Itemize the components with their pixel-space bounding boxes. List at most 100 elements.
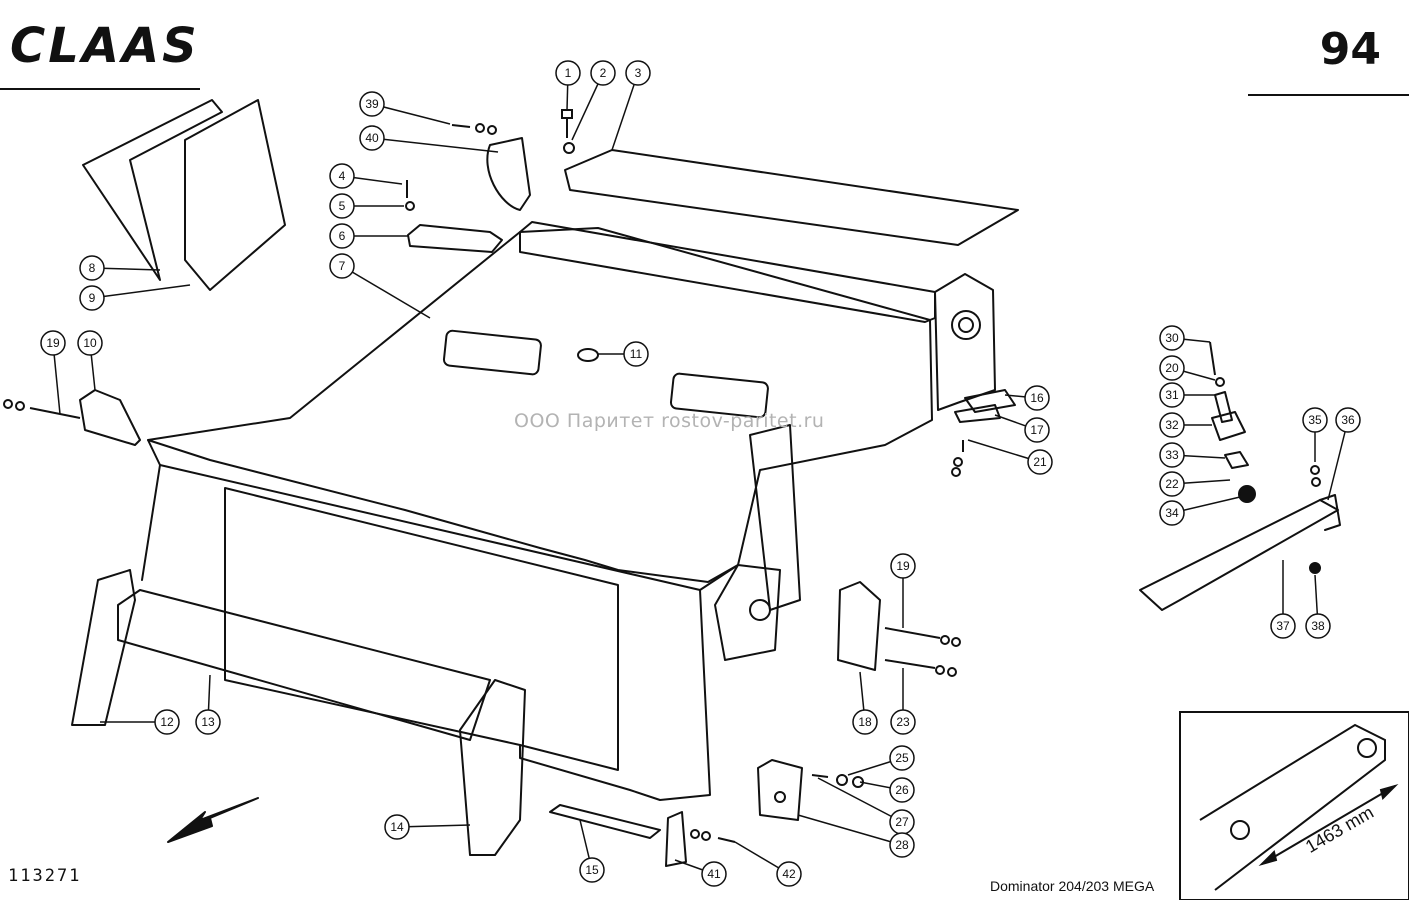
callout-6: 6 <box>329 223 408 249</box>
watermark-text: ООО Паритет rostov-paritet.ru <box>514 410 825 432</box>
part-16 <box>964 389 1016 413</box>
callout-35-number: 35 <box>1308 413 1322 427</box>
front-face <box>147 439 739 591</box>
callout-40-number: 40 <box>365 131 379 145</box>
callout-39-number: 39 <box>365 97 379 111</box>
handle-40 <box>486 137 531 211</box>
callout-30-number: 30 <box>1165 331 1179 345</box>
callout-32: 32 <box>1159 412 1212 438</box>
callout-13: 13 <box>195 674 221 735</box>
beam-37 <box>1139 499 1339 611</box>
part-33 <box>1224 451 1249 469</box>
callout-22: 22 <box>1159 471 1231 497</box>
callout-32-number: 32 <box>1165 418 1179 432</box>
callout-19: 19 <box>40 330 66 415</box>
callout-39: 39 <box>359 91 451 125</box>
washer-5 <box>405 201 415 211</box>
plate-15 <box>549 804 661 839</box>
callout-33: 33 <box>1159 442 1226 468</box>
callout-17-number: 17 <box>1030 423 1044 437</box>
callout-1: 1 <box>555 60 581 111</box>
callout-18-number: 18 <box>858 715 872 729</box>
callout-5: 5 <box>329 193 404 219</box>
bracket-9 <box>184 99 286 291</box>
callout-12-number: 12 <box>160 715 174 729</box>
callout-41-number: 41 <box>707 867 721 881</box>
frame-6 <box>407 224 503 253</box>
callout-5-number: 5 <box>339 199 346 213</box>
callout-34-number: 34 <box>1165 506 1179 520</box>
callout-25: 25 <box>847 745 915 776</box>
bolt-30 <box>1209 341 1216 376</box>
callout-30: 30 <box>1159 325 1211 351</box>
right-end-plate <box>934 273 996 411</box>
callout-16-number: 16 <box>1030 391 1044 405</box>
callout-28-number: 28 <box>895 838 909 852</box>
callout-15-number: 15 <box>585 863 599 877</box>
bolt-42 <box>717 837 736 843</box>
washer-2 <box>563 142 575 154</box>
inset-dimension-label: 1463 mm <box>1302 802 1377 857</box>
callout-26-number: 26 <box>895 783 909 797</box>
callout-38: 38 <box>1305 574 1331 639</box>
clip-32 <box>1211 411 1246 441</box>
callout-16: 16 <box>1004 385 1050 411</box>
callout-23-number: 23 <box>896 715 910 729</box>
leg-14 <box>459 679 526 856</box>
plate-41 <box>665 811 687 867</box>
callout-25-number: 25 <box>895 751 909 765</box>
callout-17: 17 <box>994 414 1050 443</box>
callout-34: 34 <box>1159 496 1241 526</box>
bolt-27 <box>811 774 829 778</box>
callout-37: 37 <box>1270 560 1296 639</box>
callout-36-number: 36 <box>1341 413 1355 427</box>
callout-2-number: 2 <box>600 66 607 80</box>
direction-arrow <box>167 797 259 843</box>
front-right-leg <box>519 589 711 801</box>
callout-1-number: 1 <box>565 66 572 80</box>
cover-plate-3 <box>564 149 1019 246</box>
callout-3: 3 <box>611 60 651 151</box>
inner-window <box>224 487 619 771</box>
callout-18: 18 <box>852 671 878 735</box>
callout-11: 11 <box>598 341 649 367</box>
header-rule-left <box>0 88 200 90</box>
callout-27: 27 <box>817 777 915 835</box>
callout-14-number: 14 <box>390 820 404 834</box>
top-beam <box>519 221 936 323</box>
callout-35: 35 <box>1302 407 1328 462</box>
callout-9-number: 9 <box>89 291 96 305</box>
callout-31-number: 31 <box>1165 388 1179 402</box>
leg-12 <box>71 569 136 726</box>
part-17 <box>954 404 1001 423</box>
callout-33-number: 33 <box>1165 448 1179 462</box>
bracket-10 <box>79 389 141 446</box>
callout-8: 8 <box>79 255 161 281</box>
brand-logo: CLAAS <box>10 18 200 74</box>
beam-13 <box>117 589 491 741</box>
callout-36: 36 <box>1327 407 1361 501</box>
callout-3-number: 3 <box>635 66 642 80</box>
callout-20-number: 20 <box>1165 361 1179 375</box>
callout-40: 40 <box>359 125 499 153</box>
callout-6-number: 6 <box>339 229 346 243</box>
callout-7-number: 7 <box>339 259 346 273</box>
callout-7: 7 <box>329 253 431 319</box>
callout-14: 14 <box>384 814 471 840</box>
callout-4: 4 <box>329 163 403 189</box>
callout-12: 12 <box>100 709 180 735</box>
callout-42: 42 <box>734 841 802 887</box>
callout-15: 15 <box>579 819 605 883</box>
callout-10-number: 10 <box>83 336 97 350</box>
callout-22-number: 22 <box>1165 477 1179 491</box>
callout-27-number: 27 <box>895 815 909 829</box>
main-frame-outline <box>147 227 933 583</box>
callout-10: 10 <box>77 330 103 391</box>
callout-21: 21 <box>967 439 1053 475</box>
bolt-19-left <box>29 407 81 419</box>
bracket-8 <box>82 99 223 281</box>
callout-8-number: 8 <box>89 261 96 275</box>
callout-19-number: 19 <box>46 336 60 350</box>
plate-28 <box>757 759 803 821</box>
